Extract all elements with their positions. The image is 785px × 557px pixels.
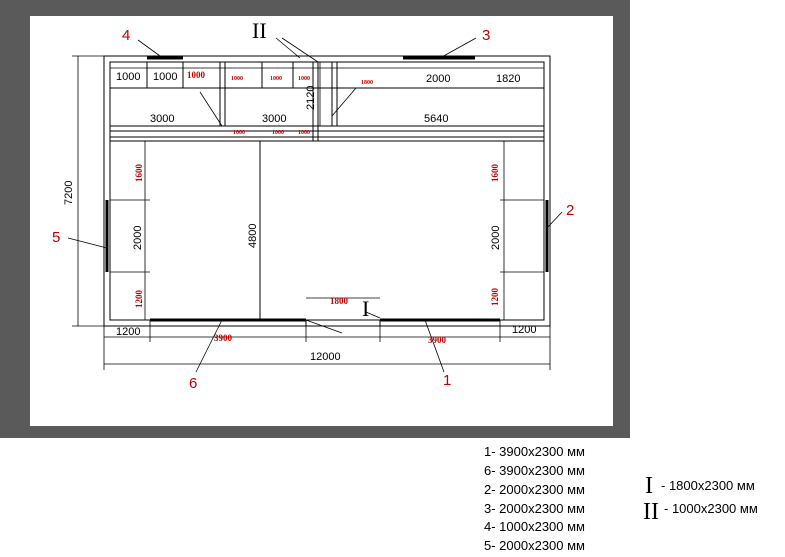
drawing-sheet [30,16,613,426]
outer-wall-outline [103,55,551,327]
dimension-lines [72,55,551,370]
dim-top-small-2: 1000 [270,76,282,82]
dim-overall-width: 12000 [310,351,341,363]
dim-mid-5640: 5640 [424,113,448,125]
dim-mid-small-3: 1000 [298,130,310,136]
callout-1: 1 [443,372,451,389]
dim-top-2000: 2000 [426,73,450,85]
legend-item-6: 6- 3900x2300 мм [484,463,585,478]
dim-mid-3000-a: 3000 [150,113,174,125]
dim-right-1600: 1600 [490,164,500,183]
dim-bottom-3900-right: 3900 [428,335,447,345]
callout-3: 3 [482,27,490,44]
dim-top-1000-a: 1000 [116,71,140,83]
dim-mid-3000-b: 3000 [262,113,286,125]
dim-top-small-1: 1000 [231,76,243,82]
legend-item-5: 5- 2000x2300 мм [484,538,585,553]
callout-6: 6 [189,375,197,392]
dim-right-2000: 2000 [490,226,502,250]
callout-2: 2 [566,202,574,219]
legend-item-3: 3- 2000x2300 мм [484,501,585,516]
dim-right-1200: 1200 [490,288,500,307]
dim-mid-small-2: 1000 [272,130,284,136]
legend-roman-1-symbol: I [645,473,653,499]
callout-roman-1: I [362,296,369,321]
dim-bottom-1200-right: 1200 [512,324,536,336]
legend-item-4: 4- 1000x2300 мм [484,519,585,534]
dim-top-1000-red: 1000 [187,70,206,80]
dim-door-1800: 1800 [330,296,349,306]
dim-top-1000-b: 1000 [153,71,177,83]
callout-4: 4 [122,27,130,44]
legend-item-2: 2- 2000x2300 мм [484,482,585,497]
windows [105,56,549,322]
dim-top-1820: 1820 [496,73,520,85]
dim-center-4800: 4800 [247,224,259,248]
callout-5: 5 [52,229,60,246]
inner-wall-outline [109,61,545,321]
legend-roman-2-size: - 1000x2300 мм [664,501,758,516]
dim-top-1800-red: 1800 [361,80,373,86]
dim-left-1200: 1200 [134,290,144,309]
dim-bottom-3900-left: 3900 [214,333,233,343]
legend-roman-1-size: - 1800x2300 мм [661,478,755,493]
leader-lines [67,37,563,373]
legend-item-1: 1- 3900x2300 мм [484,444,585,459]
dim-mid-2120: 2120 [305,86,317,110]
dim-top-small-3: 1000 [298,76,310,82]
dim-left-1600: 1600 [134,164,144,183]
callout-roman-2: II [252,18,267,43]
legend-roman-2-symbol: II [643,499,659,525]
dim-overall-height: 7200 [63,181,75,205]
dim-left-2000: 2000 [132,226,144,250]
dim-bottom-1200-left: 1200 [116,326,140,338]
dim-mid-small-1: 1000 [233,130,245,136]
